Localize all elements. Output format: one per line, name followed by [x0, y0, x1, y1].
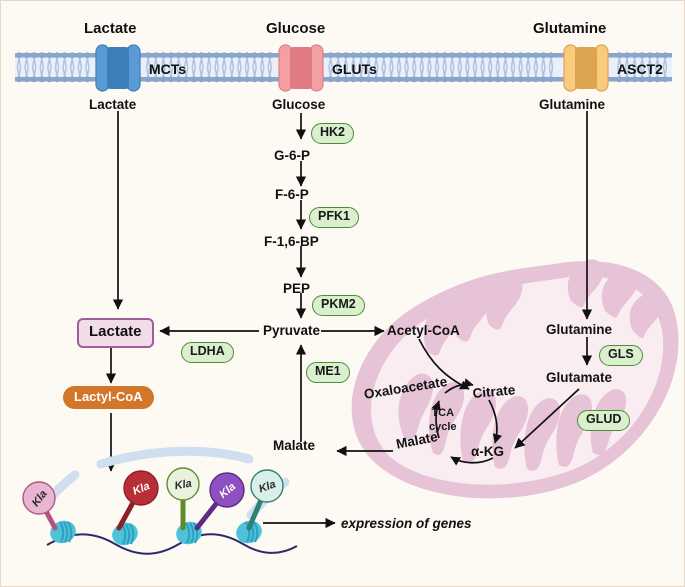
label-expression-of-genes: expression of genes: [341, 516, 472, 531]
transporter-asct2[interactable]: [563, 44, 609, 92]
metabolite-lactate-box: Lactate: [77, 318, 154, 348]
kla-mark: Kla: [194, 472, 245, 531]
nucleosome: [236, 520, 262, 544]
kla-mark: Kla: [116, 470, 159, 531]
metabolite-glutamate: Glutamate: [546, 370, 613, 385]
kla-mark: Kla: [166, 467, 200, 531]
metabolite-f16bp: F-1,6-BP: [264, 234, 319, 249]
plasma-membrane: [15, 52, 672, 83]
pathway-arrows: [105, 111, 593, 529]
metabolite-glutamine-mito: Glutamine: [546, 322, 613, 337]
metabolite-pyruvate: Pyruvate: [263, 323, 321, 338]
nucleosome-group: [50, 520, 262, 546]
metabolite-akg: α-KG: [471, 444, 505, 459]
nuclear-rod: [36, 446, 290, 520]
label-lactate-intracellular: Lactate: [89, 97, 137, 112]
kla-mark: Kla: [246, 469, 284, 531]
tca-cycle-line1: TCA: [431, 407, 455, 419]
enzyme-ldha[interactable]: LDHA: [181, 342, 234, 363]
label-mcts: MCTs: [149, 61, 187, 77]
metabolite-g6p: G-6-P: [274, 148, 311, 163]
metabolite-lactyl-coa: Lactyl-CoA: [63, 386, 154, 410]
label-glucose-extracellular: Glucose: [266, 20, 326, 37]
metabolite-pep: PEP: [283, 281, 311, 296]
transporter-mcts[interactable]: [95, 44, 141, 92]
enzyme-pfk1[interactable]: PFK1: [309, 207, 359, 228]
label-glutamine-intracellular: Glutamine: [539, 97, 606, 112]
label-asct2: ASCT2: [617, 61, 663, 77]
metabolite-f6p: F-6-P: [275, 187, 309, 202]
lipid-heads: [16, 52, 668, 83]
mitochondrion-shape: [351, 259, 679, 499]
tca-cycle-line2: cycle: [429, 420, 457, 433]
enzyme-gls[interactable]: GLS: [599, 345, 643, 366]
transporter-gluts[interactable]: [278, 44, 324, 92]
kla-label: Kla: [257, 478, 277, 495]
enzyme-glud[interactable]: GLUD: [577, 410, 631, 431]
label-gluts: GLUTs: [332, 61, 377, 77]
enzyme-hk2[interactable]: HK2: [311, 123, 355, 144]
metabolite-acetyl-coa: Acetyl-CoA: [387, 323, 460, 338]
dna-strand: [46, 533, 298, 555]
enzyme-pkm2[interactable]: PKM2: [312, 295, 365, 316]
lipid-tails: [16, 58, 668, 77]
kla-label: Kla: [174, 478, 193, 493]
enzyme-me1[interactable]: ME1: [306, 362, 350, 383]
kla-mark: Kla: [22, 481, 58, 531]
label-glutamine-extracellular: Glutamine: [533, 20, 607, 37]
mitochondrion-cristae: [398, 259, 663, 471]
kla-label: Kla: [131, 480, 151, 498]
tca-cycle-label: TCA cycle: [429, 407, 457, 435]
metabolite-malate-cytosol: Malate: [273, 438, 316, 453]
label-lactate-extracellular: Lactate: [84, 20, 137, 37]
label-glucose-intracellular: Glucose: [272, 97, 326, 112]
